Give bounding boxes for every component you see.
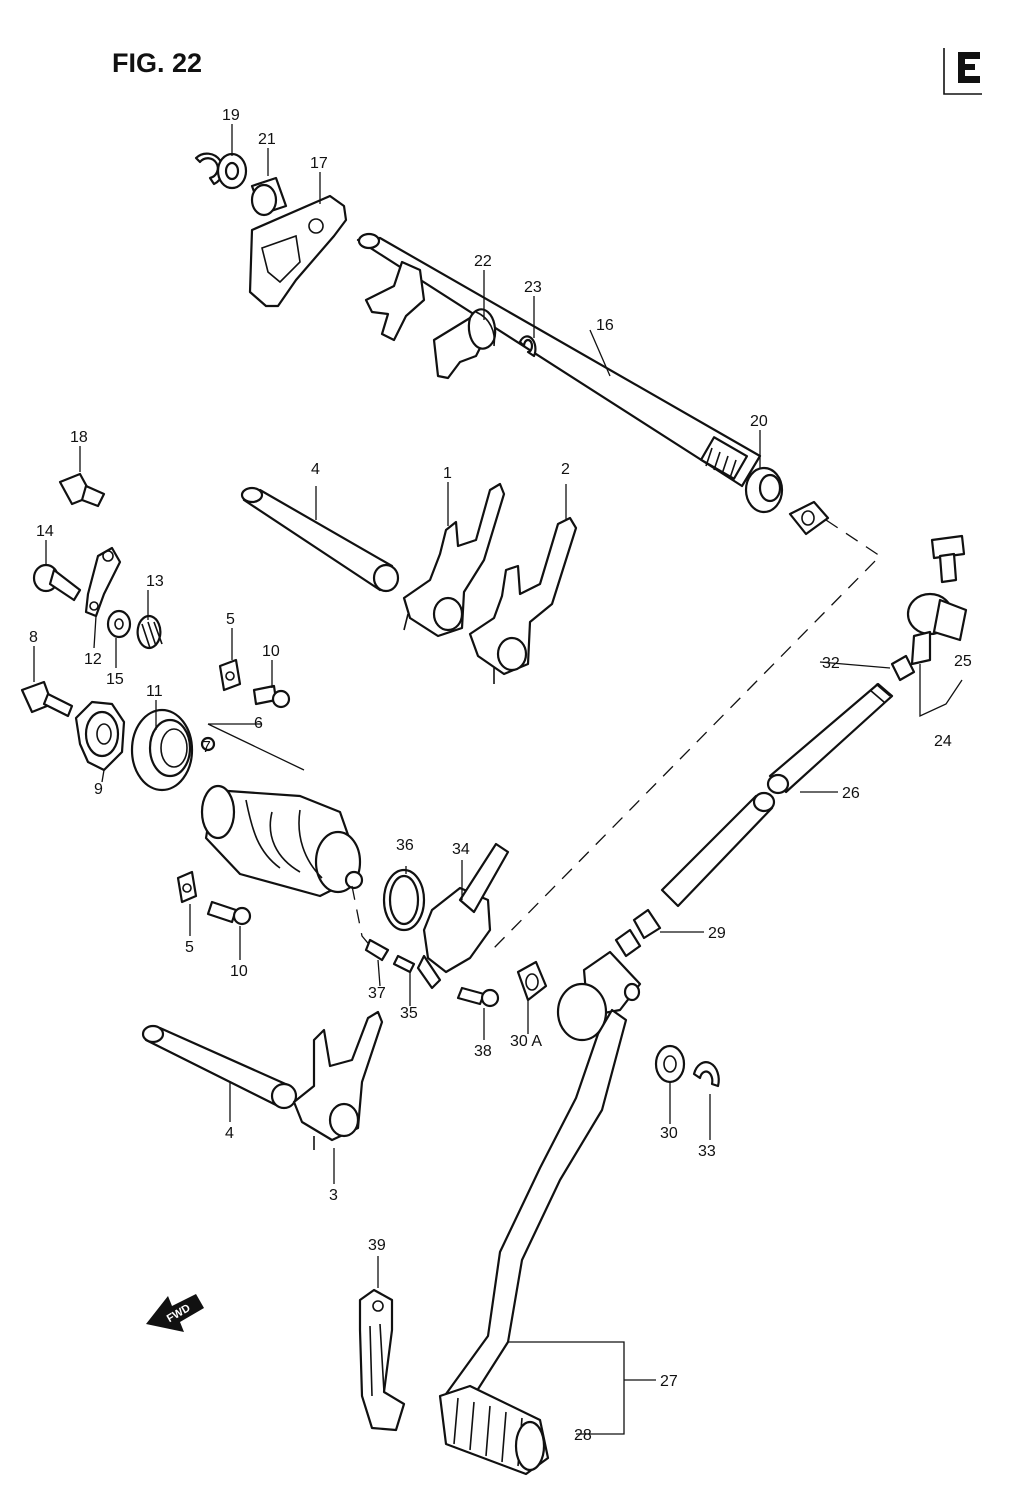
- part-5-plate-lower: [176, 870, 198, 904]
- callout-8: 8: [29, 629, 38, 646]
- part-22-spring: [467, 308, 497, 350]
- part-25-joint: [906, 592, 968, 666]
- callout-10-upper: 10: [262, 643, 280, 660]
- callout-1: 1: [443, 465, 452, 482]
- callout-6: 6: [254, 715, 263, 732]
- part-24-rod-upper: [766, 682, 894, 795]
- part-20-washer: [788, 500, 830, 536]
- section-mark: [943, 48, 982, 95]
- part-14-bolt: [32, 563, 82, 602]
- part-10-screw-lower: [206, 900, 252, 926]
- part-9-cam-stopper: [74, 700, 126, 772]
- part-19-washer: [216, 152, 248, 190]
- part-28-pedal-rubber: [438, 1384, 550, 1476]
- part-23-clip: [518, 335, 537, 358]
- callout-2: 2: [561, 461, 570, 478]
- callout-30a: 30 A: [510, 1033, 542, 1050]
- callout-5-upper: 5: [226, 611, 235, 628]
- callout-22: 22: [474, 253, 492, 270]
- callout-25: 25: [954, 653, 972, 670]
- part-10-screw-upper: [252, 684, 291, 709]
- part-21-bushing: [250, 176, 288, 217]
- callout-3: 3: [329, 1187, 338, 1204]
- callout-15: 15: [106, 671, 124, 688]
- callout-13: 13: [146, 573, 164, 590]
- callout-36: 36: [396, 837, 414, 854]
- part-25-bolt: [930, 534, 966, 584]
- callout-7: 7: [202, 739, 211, 756]
- part-38-screw: [456, 986, 500, 1008]
- part-30-washer: [654, 1044, 686, 1084]
- part-1-shift-fork: [402, 482, 506, 638]
- part-36-o-ring: [382, 868, 426, 932]
- callout-17: 17: [310, 155, 328, 172]
- callout-27: 27: [660, 1373, 678, 1390]
- callout-28: 28: [574, 1427, 592, 1444]
- callout-20: 20: [750, 413, 768, 430]
- part-4-shift-fork-shaft-lower: [141, 1024, 298, 1110]
- figure-title: FIG. 22: [112, 48, 202, 78]
- callout-21: 21: [258, 131, 276, 148]
- part-5-plate-upper: [218, 658, 242, 692]
- callout-16: 16: [596, 317, 614, 334]
- callout-34: 34: [452, 841, 470, 858]
- callout-5-lower: 5: [185, 939, 194, 956]
- part-6-gearshift-cam: [200, 784, 364, 898]
- part-17-stopper-plate: [248, 194, 348, 308]
- callout-4-lower: 4: [225, 1125, 234, 1142]
- callout-37: 37: [368, 985, 386, 1002]
- callout-38: 38: [474, 1043, 492, 1060]
- callout-19: 19: [222, 107, 240, 124]
- callout-29: 29: [708, 925, 726, 942]
- part-4-shift-fork-shaft-upper: [240, 486, 400, 593]
- part-11-bearing: [130, 708, 194, 792]
- part-3-shift-fork: [292, 1010, 384, 1150]
- part-8-bolt: [20, 680, 74, 718]
- part-30a-washer: [516, 960, 548, 1002]
- part-39-lever-link: [358, 1288, 406, 1432]
- part-37-spring: [364, 938, 390, 962]
- callout-26: 26: [842, 785, 860, 802]
- leader-lines: [33, 124, 963, 1435]
- part-2-shift-fork: [468, 516, 578, 684]
- part-34-shift-arm-plate: [416, 842, 510, 990]
- callout-9: 9: [94, 781, 103, 798]
- callout-33: 33: [698, 1143, 716, 1160]
- callout-4-upper: 4: [311, 461, 320, 478]
- callout-30: 30: [660, 1125, 678, 1142]
- part-29-joint: [614, 928, 642, 958]
- part-33-clip: [692, 1061, 720, 1088]
- part-13-spring: [136, 615, 163, 649]
- callout-32: 32: [822, 655, 840, 672]
- part-27-gearshift-lever: [444, 950, 642, 1410]
- callout-18: 18: [70, 429, 88, 446]
- callout-39: 39: [368, 1237, 386, 1254]
- part-32-nut: [890, 654, 916, 682]
- forward-arrow-icon: FWD: [146, 1294, 204, 1332]
- part-12-stopper-arm: [84, 546, 122, 618]
- part-29-nut: [632, 908, 662, 940]
- reference-line-cam-to-spring: [351, 885, 373, 949]
- callout-24: 24: [934, 733, 952, 750]
- part-7-pin: [200, 736, 216, 752]
- part-35-pin: [392, 954, 416, 974]
- reference-line-seal-to-joint: [491, 519, 882, 951]
- callout-12: 12: [84, 651, 102, 668]
- part-20-oil-seal: [744, 466, 784, 514]
- part-15-washer: [106, 609, 132, 639]
- part-19-circlip: [194, 152, 225, 186]
- part-26-rod-lower: [660, 791, 776, 908]
- callout-10-lower: 10: [230, 963, 248, 980]
- callout-11: 11: [146, 683, 163, 700]
- callout-14: 14: [36, 523, 54, 540]
- callout-35: 35: [400, 1005, 418, 1022]
- callout-23: 23: [524, 279, 542, 296]
- part-18-bolt: [58, 472, 106, 508]
